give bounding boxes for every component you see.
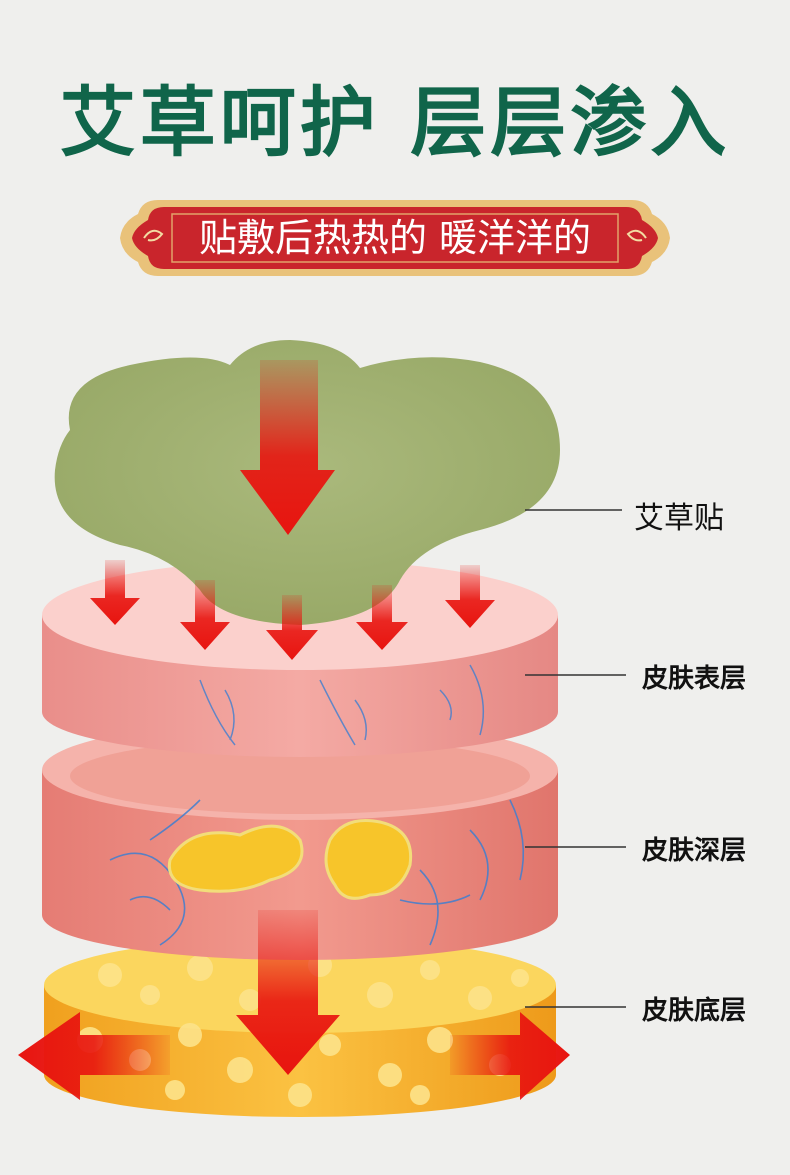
banner-text: 贴敷后热热的 暖洋洋的 [198, 216, 592, 260]
banner: 贴敷后热热的 暖洋洋的 [118, 190, 672, 286]
label-deep: 皮肤深层 [642, 836, 747, 866]
banner-frame [120, 200, 670, 276]
leader-lines [525, 509, 626, 1008]
label-surface: 皮肤表层 [642, 664, 747, 694]
fat-cell [167, 819, 413, 900]
arrow-down-icon [240, 360, 335, 535]
arrow-left-icon [18, 1012, 170, 1100]
arrow-right-icon [450, 1012, 570, 1100]
label-base: 皮肤底层 [642, 996, 747, 1026]
page-title: 艾草呵护 层层渗入 [59, 78, 731, 167]
label-patch: 艾草贴 [634, 501, 724, 536]
small-arrows [90, 560, 495, 660]
arrow-down-icon [236, 910, 340, 1075]
